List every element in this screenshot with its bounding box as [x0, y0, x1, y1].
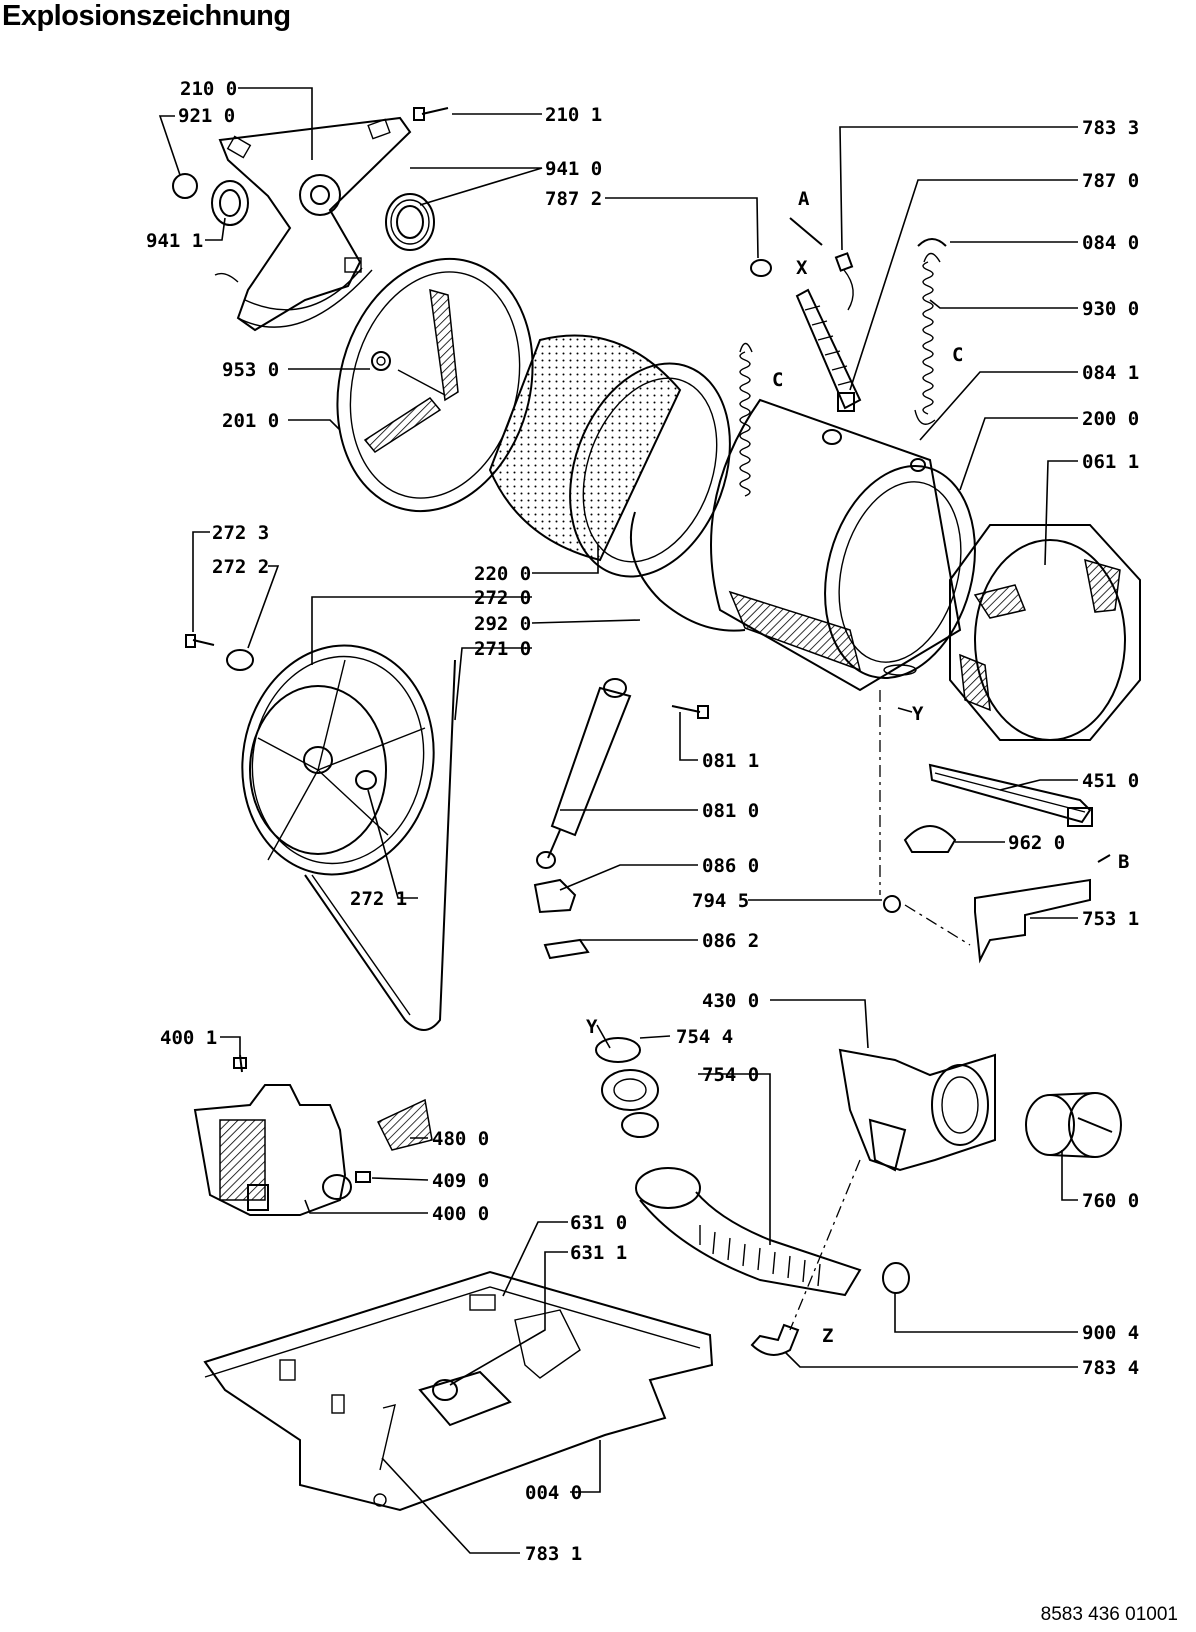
terminal-4090-part	[355, 1171, 371, 1183]
spring-clip-top-part	[917, 238, 947, 247]
drain-hose-7540-part	[635, 1167, 862, 1297]
connection-line-b	[904, 904, 971, 946]
part-label-2101: 210 1	[545, 104, 602, 126]
bracket-0860-part	[533, 878, 577, 914]
part-label-7600: 760 0	[1082, 1190, 1139, 1212]
suspension-spring-left-part	[739, 342, 753, 497]
part-label-2920: 292 0	[474, 613, 531, 635]
part-label-2010: 201 0	[222, 410, 279, 432]
pulley-screw-part	[185, 634, 215, 648]
part-label-7531: 753 1	[1082, 908, 1139, 930]
part-label-0860: 086 0	[702, 855, 759, 877]
rear-tub-wall-part	[336, 257, 534, 513]
part-label-2200: 220 0	[474, 563, 531, 585]
marker-c-left: C	[772, 369, 783, 391]
part-label-7544: 754 4	[676, 1026, 733, 1048]
part-label-2723: 272 3	[212, 522, 269, 544]
marker-a: A	[798, 188, 810, 210]
motor-part	[193, 1084, 352, 1216]
part-label-7945: 794 5	[692, 890, 749, 912]
tub-part	[710, 398, 976, 692]
screw-part	[413, 107, 449, 121]
marker-x: X	[796, 257, 808, 279]
part-label-4300: 430 0	[702, 990, 759, 1012]
suspension-spring-right-part	[914, 252, 941, 425]
hose-clamp-part	[750, 259, 772, 277]
part-label-2721: 272 1	[350, 888, 407, 910]
part-label-6311: 631 1	[570, 1242, 627, 1264]
part-label-0840: 084 0	[1082, 232, 1139, 254]
part-label-4001: 400 1	[160, 1027, 217, 1049]
marker-b: B	[1118, 851, 1129, 873]
part-label-2100: 210 0	[180, 78, 237, 100]
large-bearing-part	[385, 193, 435, 251]
part-label-2720: 272 0	[474, 587, 531, 609]
part-label-7833: 783 3	[1082, 117, 1139, 139]
seal-9620-part	[903, 825, 957, 853]
part-label-4510: 451 0	[1082, 770, 1139, 792]
mount-bracket-7531-part	[974, 854, 1111, 964]
leader-lines	[158, 87, 1078, 1554]
wire-loop-part	[629, 511, 746, 632]
brush-holder-4800-part	[376, 1098, 433, 1151]
part-label-9210: 921 0	[178, 105, 235, 127]
pulley-washer-part	[226, 649, 254, 671]
front-tub-ring-part	[949, 524, 1141, 741]
part-label-7872: 787 2	[545, 188, 602, 210]
marker-y-sump: Y	[586, 1016, 598, 1038]
part-label-0810: 081 0	[702, 800, 759, 822]
shock-absorber-part	[536, 678, 632, 869]
part-label-7540: 754 0	[702, 1064, 759, 1086]
part-label-9530: 953 0	[222, 359, 279, 381]
part-label-6310: 631 0	[570, 1212, 627, 1234]
part-label-9300: 930 0	[1082, 298, 1139, 320]
part-label-9411: 941 1	[146, 230, 203, 252]
grommet-7945-part	[883, 895, 901, 913]
bracket-0862-part	[543, 938, 590, 960]
part-label-9004: 900 4	[1082, 1322, 1139, 1344]
pulley-part	[241, 644, 435, 876]
part-label-7831: 783 1	[525, 1543, 582, 1565]
sump-ring-7544-part	[595, 1037, 641, 1063]
bolt-0811-part	[671, 705, 709, 719]
part-label-9620: 962 0	[1008, 832, 1065, 854]
part-label-2710: 271 0	[474, 638, 531, 660]
pump-filter-7600-part	[1025, 1092, 1122, 1158]
pin-a-part	[789, 217, 854, 311]
marker-y-tub: Y	[912, 703, 924, 725]
part-label-7870: 787 0	[1082, 170, 1139, 192]
motor-screw-4001-part	[233, 1054, 247, 1073]
part-label-2000: 200 0	[1082, 408, 1139, 430]
base-plate-part	[203, 1270, 714, 1512]
heater-element-part	[928, 763, 1093, 827]
part-label-0811: 081 1	[702, 750, 759, 772]
part-label-7834: 783 4	[1082, 1357, 1139, 1379]
part-label-9410: 941 0	[545, 158, 602, 180]
hose-clamp-9004-part	[882, 1262, 910, 1294]
connection-line-z	[789, 1159, 861, 1331]
bellows-hose-part	[795, 288, 862, 412]
part-label-2722: 272 2	[212, 556, 269, 578]
hose-elbow-7834-part	[750, 1323, 800, 1356]
drain-pump-part	[838, 1048, 996, 1172]
marker-c-right: C	[952, 344, 963, 366]
drum-spider-part	[214, 116, 412, 332]
circlip-part	[172, 173, 198, 199]
part-label-0040: 004 0	[525, 1482, 582, 1504]
drive-belt-part	[304, 659, 456, 1031]
drum-part	[488, 334, 731, 578]
document-number: 8583 436 01001	[1040, 1604, 1178, 1625]
page-title: Explosionszeichnung	[2, 0, 291, 32]
part-label-0862: 086 2	[702, 930, 759, 952]
part-label-0611: 061 1	[1082, 451, 1139, 473]
marker-z: Z	[822, 1325, 833, 1347]
part-label-4800: 480 0	[432, 1128, 489, 1150]
sump-seal-part	[601, 1069, 659, 1138]
part-label-4000: 400 0	[432, 1203, 489, 1225]
small-bearing-part	[211, 180, 249, 226]
part-label-0841: 084 1	[1082, 362, 1139, 384]
part-label-4090: 409 0	[432, 1170, 489, 1192]
